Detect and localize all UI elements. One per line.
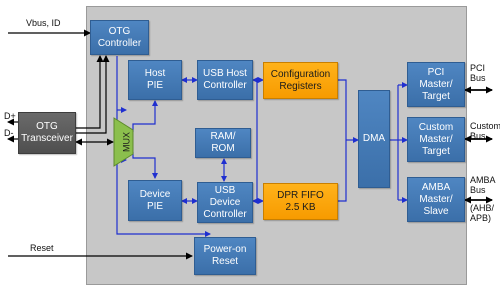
mux-to-host-pie bbox=[132, 100, 158, 132]
d-minus-label: D- bbox=[4, 128, 14, 138]
mux-to-device-pie bbox=[132, 152, 158, 179]
mux-shape bbox=[113, 117, 134, 167]
d-plus-label: D+ bbox=[4, 111, 16, 121]
otg-core-boundary bbox=[86, 6, 467, 285]
vbus-id-label: Vbus, ID bbox=[26, 18, 61, 28]
otg-controller-bus bbox=[116, 56, 211, 237]
transceiver-to-otg-line-2 bbox=[75, 55, 110, 134]
dma-block: DMA bbox=[358, 90, 390, 188]
ram-rom-block: RAM/ROM bbox=[195, 128, 251, 158]
reset-label: Reset bbox=[30, 243, 54, 253]
config-to-dma-bus bbox=[338, 79, 347, 202]
mux-label: MUX bbox=[121, 132, 131, 152]
transceiver-to-otg-line bbox=[75, 55, 104, 129]
